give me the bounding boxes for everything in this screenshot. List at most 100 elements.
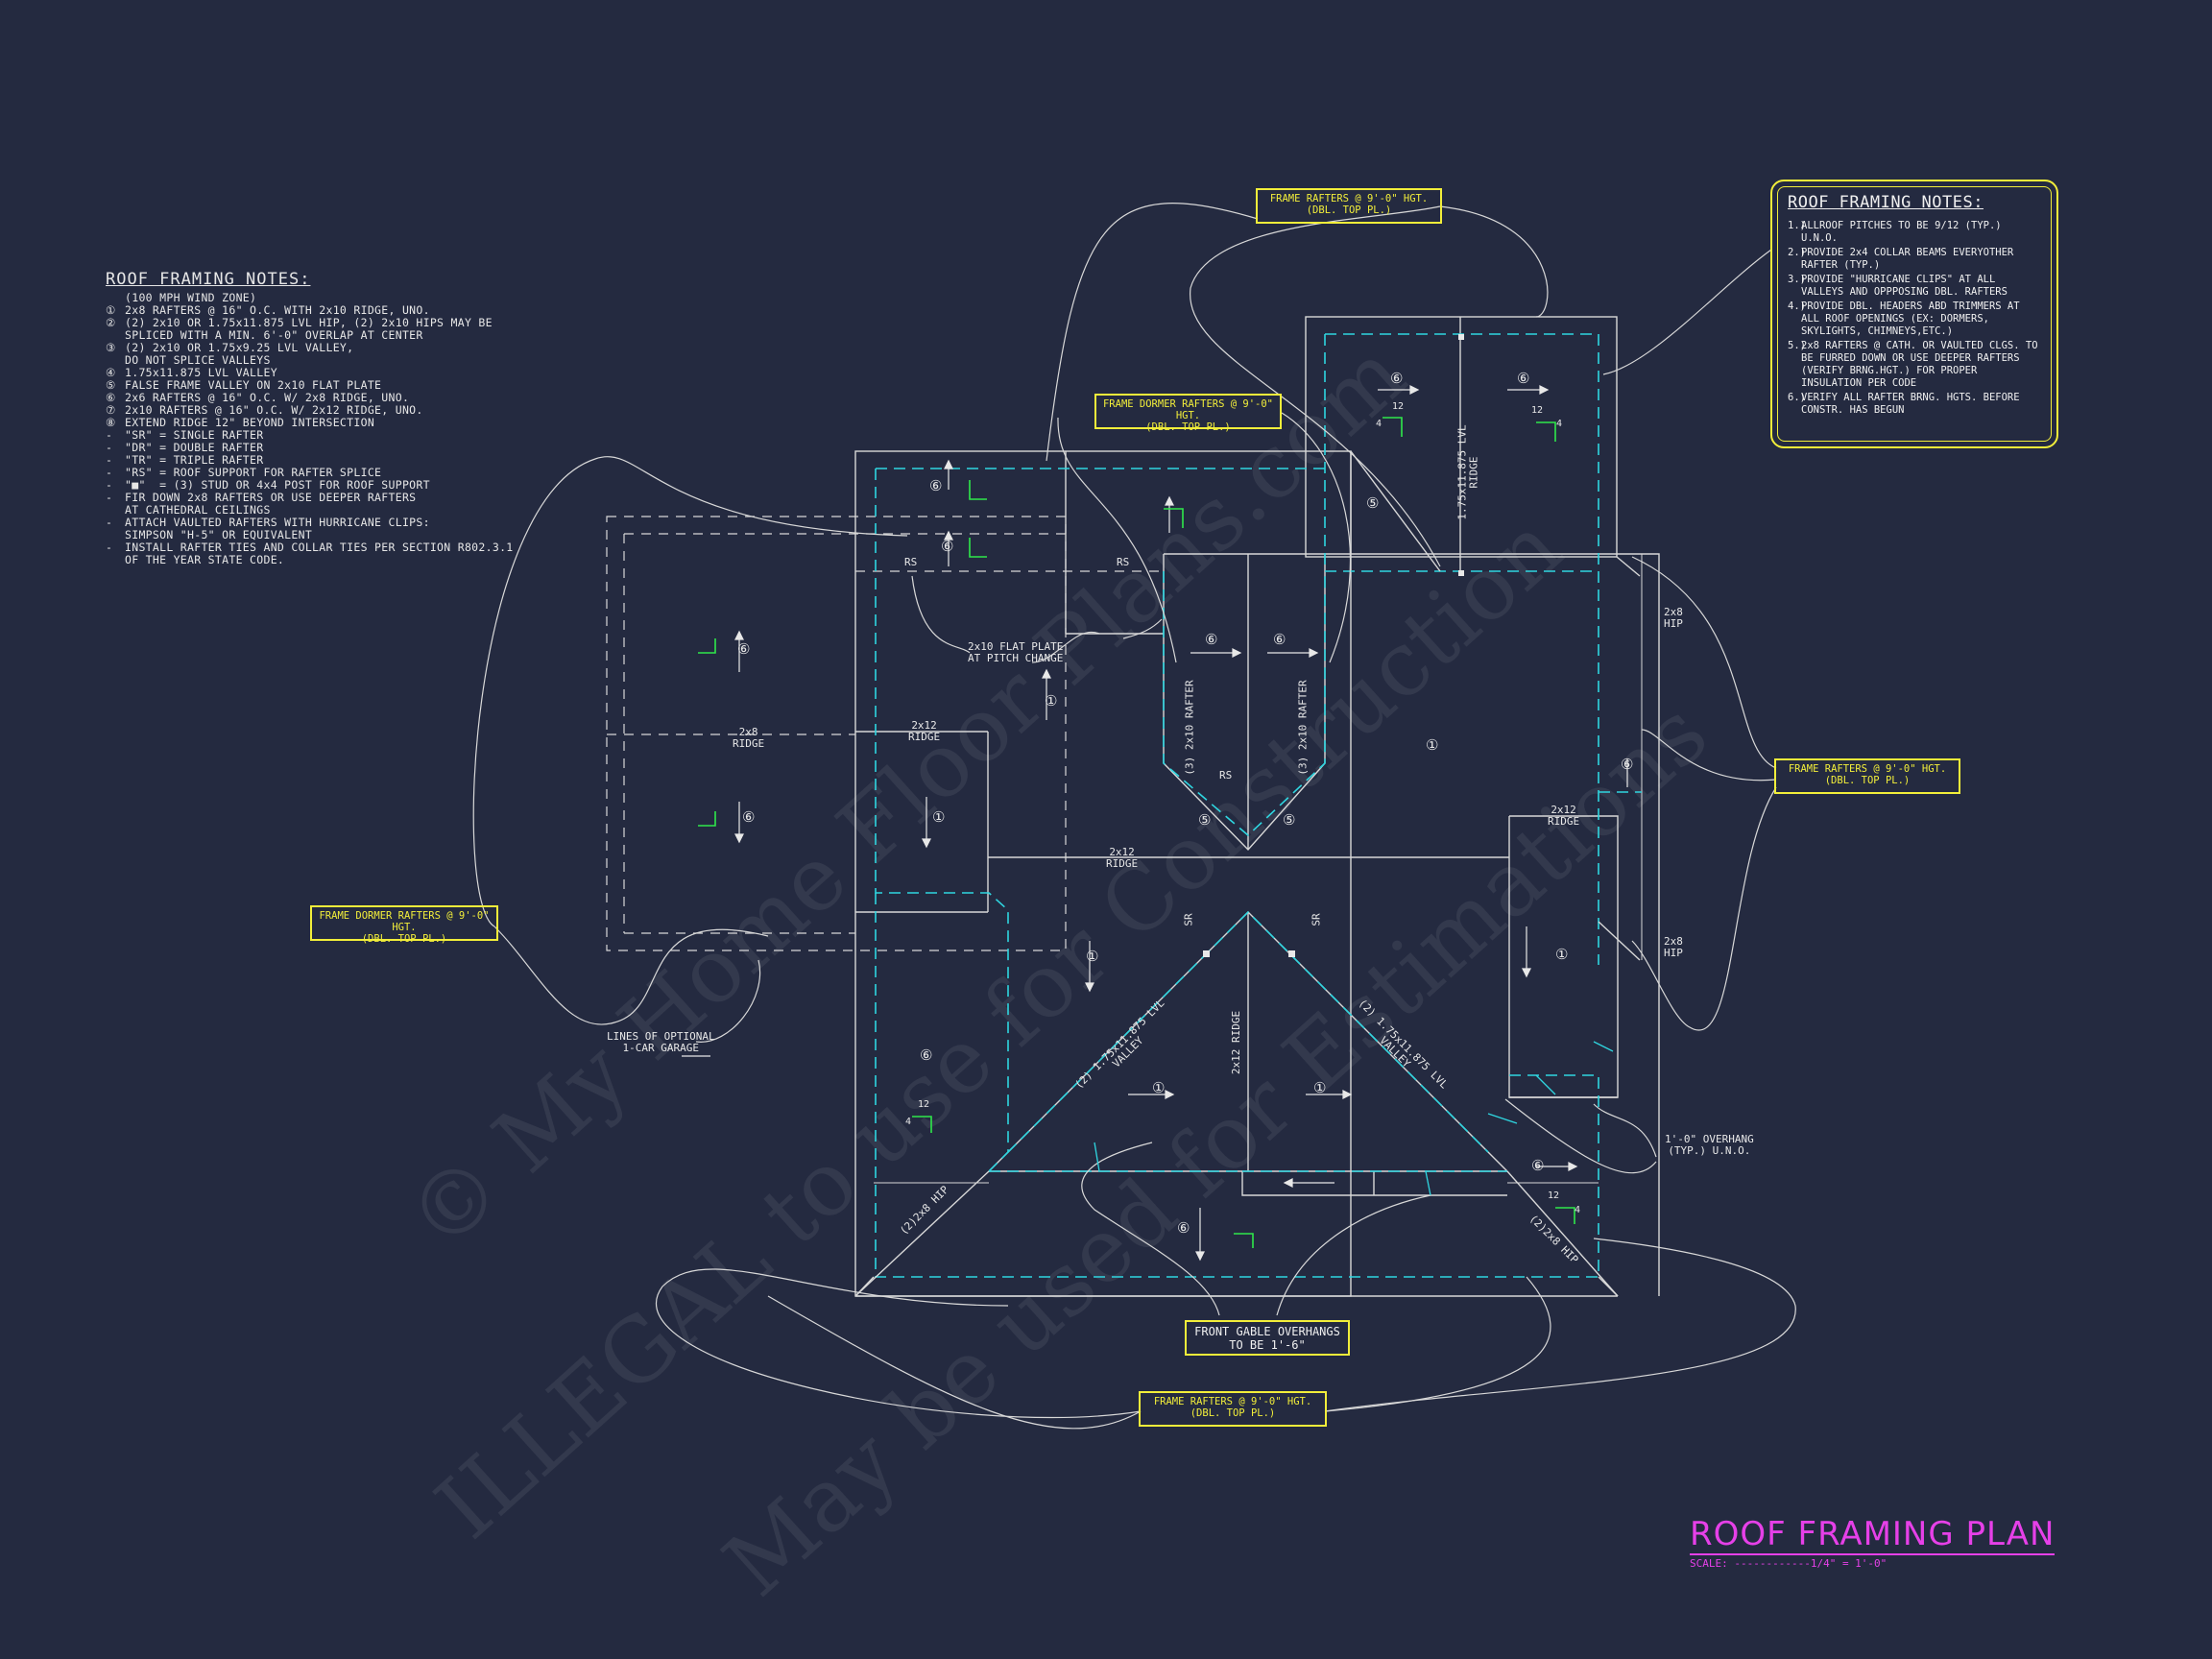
note-item: 1.)ALLROOF PITCHES TO BE 9/12 (TYP.) U.N… bbox=[1788, 220, 2002, 244]
note-line: -"TR" = TRIPLE RAFTER bbox=[106, 453, 264, 467]
note-item: 2.)PROVIDE 2x4 COLLAR BEAMS EVERYOTHER R… bbox=[1788, 247, 2014, 271]
building-outline bbox=[854, 316, 1660, 1297]
mark-six: ⑥ bbox=[737, 640, 751, 658]
hips bbox=[854, 450, 1641, 1297]
note-item: 3.)PROVIDE "HURRICANE CLIPS" AT ALL VALL… bbox=[1788, 274, 2008, 298]
mark-six: ⑥ bbox=[1390, 370, 1404, 387]
label-rafter-a: (3) 2x10 RAFTER bbox=[1183, 680, 1196, 776]
label-rs-c: RS bbox=[1219, 769, 1233, 781]
upper-wing-outline bbox=[1305, 316, 1618, 558]
label-optional-garage: LINES OF OPTIONAL 1-CAR GARAGE bbox=[607, 1030, 715, 1054]
optional-garage-lines bbox=[606, 516, 1164, 951]
mark-six: ⑥ bbox=[1531, 1157, 1545, 1174]
notes-right-inner: ROOF FRAMING NOTES: 1.)ALLROOF PITCHES T… bbox=[1777, 186, 2052, 442]
mark-one: ① bbox=[1426, 736, 1439, 754]
mark-five: ⑤ bbox=[1198, 811, 1212, 829]
pitch-run: 12 bbox=[1392, 401, 1405, 412]
notes-right-title: ROOF FRAMING NOTES: bbox=[1788, 193, 1984, 212]
note-line: -FIR DOWN 2x8 RAFTERS OR USE DEEPER RAFT… bbox=[106, 491, 417, 504]
main-house-outline bbox=[854, 450, 1352, 1297]
mark-one: ① bbox=[1555, 946, 1569, 963]
roof-framing-notes-left: ROOF FRAMING NOTES: (100 MPH WIND ZONE) … bbox=[106, 270, 518, 566]
rafter-arrows bbox=[682, 385, 1628, 1262]
notes-left-title: ROOF FRAMING NOTES: bbox=[106, 270, 311, 289]
pitch-rise: 4 bbox=[1376, 419, 1382, 429]
mark-six: ⑥ bbox=[1205, 631, 1218, 648]
mark-six: ⑥ bbox=[920, 1046, 933, 1064]
pitch-marks bbox=[698, 417, 1575, 1248]
label-lvl-ridge: 1.75x11.875 LVL RIDGE bbox=[1455, 424, 1480, 520]
callout-right-rafters: FRAME RAFTERS @ 9'-0" HGT.(DBL. TOP PL.) bbox=[1774, 758, 1960, 794]
callout-bottom-rafters: FRAME RAFTERS @ 9'-0" HGT.(DBL. TOP PL.) bbox=[1139, 1391, 1327, 1427]
pitch-rise: 4 bbox=[905, 1117, 912, 1127]
mark-five: ⑤ bbox=[1366, 494, 1380, 512]
label-hip-2x8-a: 2x8 HIP bbox=[1664, 606, 1683, 630]
leader-lines bbox=[472, 203, 1796, 1430]
pitch-run: 12 bbox=[1531, 405, 1544, 416]
note-item: 6.)VERIFY ALL RAFTER BRNG. HGTS. BEFORE … bbox=[1788, 392, 2020, 416]
note-line: (100 MPH WIND ZONE) bbox=[125, 291, 257, 304]
mark-six: ⑥ bbox=[1621, 756, 1634, 773]
right-wing-outline bbox=[1164, 553, 1660, 1296]
pitch-rise: 4 bbox=[1556, 419, 1563, 429]
note-item: 4.)PROVIDE DBL. HEADERS ABD TRIMMERS AT … bbox=[1788, 301, 2020, 337]
pitch-rise: 4 bbox=[1575, 1205, 1581, 1215]
mark-six: ⑥ bbox=[1517, 370, 1530, 387]
mark-five: ⑤ bbox=[1283, 811, 1296, 829]
note-line: DO NOT SPLICE VALLEYS bbox=[125, 353, 271, 367]
pitch-run: 12 bbox=[1548, 1190, 1560, 1201]
overhang-dims bbox=[1094, 1041, 1614, 1196]
mark-one: ① bbox=[932, 808, 946, 826]
mark-six: ⑥ bbox=[941, 538, 954, 555]
mark-one: ① bbox=[1086, 948, 1099, 965]
mark-one: ① bbox=[1045, 692, 1058, 709]
pitch-run: 12 bbox=[918, 1099, 930, 1110]
callout-dormer-top: FRAME DORMER RAFTERS @ 9'-0" HGT.(DBL. T… bbox=[1094, 394, 1282, 433]
label-ridge-2x12-a: 2x12 RIDGE bbox=[908, 719, 941, 743]
label-ridge-2x8: 2x8 RIDGE bbox=[733, 726, 765, 750]
note-line: -ATTACH VAULTED RAFTERS WITH HURRICANE C… bbox=[106, 516, 430, 529]
note-line: OF THE YEAR STATE CODE. bbox=[125, 553, 285, 566]
label-flat-plate: 2x10 FLAT PLATE AT PITCH CHANGE bbox=[968, 640, 1064, 664]
label-overhang: 1'-0" OVERHANG (TYP.) U.N.O. bbox=[1665, 1133, 1754, 1157]
label-rafter-b: (3) 2x10 RAFTER bbox=[1296, 680, 1310, 776]
note-line: -"DR" = DOUBLE RAFTER bbox=[106, 441, 264, 454]
plan-scale: SCALE: ------------1/4" = 1'-0" bbox=[1690, 1557, 1887, 1570]
mark-one: ① bbox=[1313, 1079, 1327, 1096]
note-line: AT CATHEDRAL CEILINGS bbox=[125, 503, 271, 517]
note-line: ③(2) 2x10 OR 1.75x9.25 LVL VALLEY, bbox=[106, 341, 354, 354]
label-sr-a: SR bbox=[1182, 913, 1195, 926]
plan-title: ROOF FRAMING PLAN bbox=[1690, 1515, 2056, 1555]
note-line: -"■" = (3) STUD OR 4x4 POST FOR ROOF SUP… bbox=[106, 478, 430, 492]
note-line: SPLICED WITH A MIN. 6'-0" OVERLAP AT CEN… bbox=[125, 328, 423, 342]
label-sr-b: SR bbox=[1310, 913, 1323, 926]
label-ridge-center: 2x12 RIDGE bbox=[1230, 1010, 1243, 1075]
callout-top-rafters: FRAME RAFTERS @ 9'-0" HGT.(DBL. TOP PL.) bbox=[1256, 188, 1442, 224]
support-posts bbox=[1203, 334, 1464, 957]
note-line: -INSTALL RAFTER TIES AND COLLAR TIES PER… bbox=[106, 541, 514, 554]
label-ridge-2x12-c: 2x12 RIDGE bbox=[1548, 804, 1580, 828]
note-line: -"SR" = SINGLE RAFTER bbox=[106, 428, 264, 442]
mark-one: ① bbox=[1152, 1079, 1166, 1096]
label-rs-a: RS bbox=[904, 556, 918, 568]
label-hip-2x8-b: 2x8 HIP bbox=[1664, 935, 1683, 959]
label-ridge-2x12-b: 2x12 RIDGE bbox=[1106, 846, 1139, 870]
mark-six: ⑥ bbox=[742, 808, 756, 826]
note-line: -"RS" = ROOF SUPPORT FOR RAFTER SPLICE bbox=[106, 466, 382, 479]
eave-lines bbox=[875, 333, 1642, 1278]
note-item: 5.)2x8 RAFTERS @ CATH. OR VAULTED CLGS. … bbox=[1788, 340, 2038, 389]
mark-six: ⑥ bbox=[1273, 631, 1286, 648]
mark-six: ⑥ bbox=[929, 477, 943, 494]
callout-dormer-left: FRAME DORMER RAFTERS @ 9'-0" HGT.(DBL. T… bbox=[310, 905, 498, 945]
note-line: ②(2) 2x10 OR 1.75x11.875 LVL HIP, (2) 2x… bbox=[106, 316, 493, 329]
mark-six: ⑥ bbox=[1177, 1219, 1190, 1237]
